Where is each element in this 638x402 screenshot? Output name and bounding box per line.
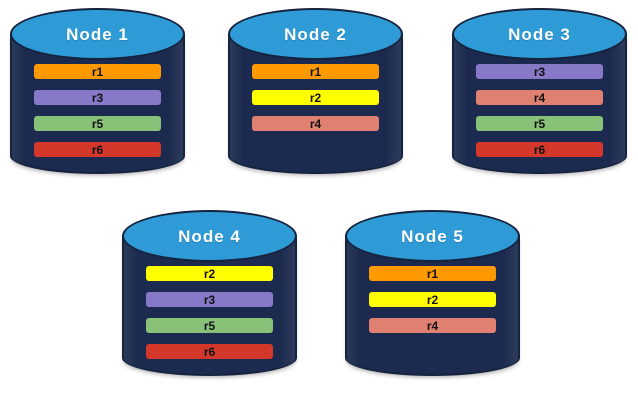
- node-label: Node 2: [284, 24, 347, 44]
- cylinder-left-highlight: [347, 238, 361, 374]
- record-bar-r5[interactable]: r5: [476, 116, 603, 131]
- cylinder-top-ellipse: Node 5: [345, 210, 520, 262]
- record-bar-r6[interactable]: r6: [34, 142, 161, 157]
- record-bar-r1[interactable]: r1: [369, 266, 496, 281]
- cylinder-left-highlight: [454, 36, 468, 172]
- cylinder-top-ellipse: Node 1: [10, 8, 185, 60]
- record-bar-r6[interactable]: r6: [146, 344, 273, 359]
- cylinder-right-highlight: [279, 238, 295, 374]
- record-list: r1 r3 r5 r6: [34, 64, 161, 157]
- cylinder-right-highlight: [609, 36, 625, 172]
- record-bar-r2[interactable]: r2: [252, 90, 379, 105]
- cylinder-top-ellipse: Node 3: [452, 8, 627, 60]
- record-bar-r4[interactable]: r4: [252, 116, 379, 131]
- cylinder-right-highlight: [167, 36, 183, 172]
- record-bar-r6[interactable]: r6: [476, 142, 603, 157]
- cylinder-top-ellipse: Node 2: [228, 8, 403, 60]
- record-bar-r3[interactable]: r3: [476, 64, 603, 79]
- record-bar-r3[interactable]: r3: [146, 292, 273, 307]
- record-bar-r2[interactable]: r2: [146, 266, 273, 281]
- record-bar-r2[interactable]: r2: [369, 292, 496, 307]
- cylinder-left-highlight: [124, 238, 138, 374]
- record-bar-r5[interactable]: r5: [146, 318, 273, 333]
- record-bar-r3[interactable]: r3: [34, 90, 161, 105]
- record-list: r1 r2 r4: [369, 266, 496, 333]
- cylinder-left-highlight: [12, 36, 26, 172]
- cylinder-left-highlight: [230, 36, 244, 172]
- node-label: Node 4: [178, 226, 241, 246]
- record-list: r2 r3 r5 r6: [146, 266, 273, 359]
- record-bar-r1[interactable]: r1: [252, 64, 379, 79]
- record-list: r3 r4 r5 r6: [476, 64, 603, 157]
- record-bar-r5[interactable]: r5: [34, 116, 161, 131]
- node-label: Node 1: [66, 24, 129, 44]
- cylinder-right-highlight: [385, 36, 401, 172]
- node-label: Node 3: [508, 24, 571, 44]
- record-bar-r4[interactable]: r4: [476, 90, 603, 105]
- record-bar-r4[interactable]: r4: [369, 318, 496, 333]
- record-bar-r1[interactable]: r1: [34, 64, 161, 79]
- record-list: r1 r2 r4: [252, 64, 379, 131]
- node-label: Node 5: [401, 226, 464, 246]
- cylinder-right-highlight: [502, 238, 518, 374]
- cylinder-top-ellipse: Node 4: [122, 210, 297, 262]
